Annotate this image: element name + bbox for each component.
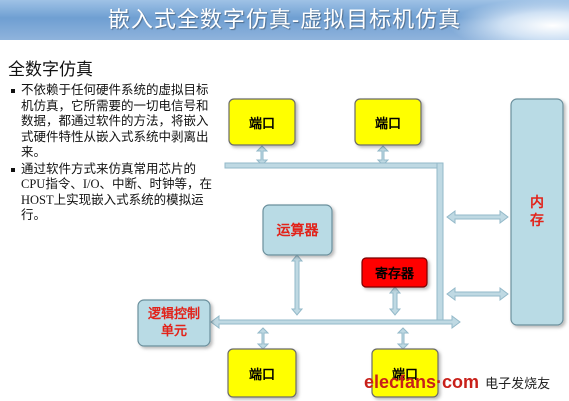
port-box bbox=[228, 98, 296, 146]
port-bus-arrow bbox=[396, 327, 410, 350]
bullet-item: 不依赖于任何硬件系统的虚拟目标机仿真，它所需要的一切电信号和数据，都通过软件的方… bbox=[8, 83, 213, 161]
watermark-logo: elecfans·com bbox=[364, 371, 480, 392]
port-box bbox=[371, 348, 439, 398]
port-box bbox=[354, 98, 422, 146]
port-box bbox=[227, 348, 297, 398]
watermark-site-name: 电子发烧友 bbox=[485, 376, 551, 392]
memory-label: 内存 bbox=[530, 195, 544, 229]
memory-box bbox=[510, 98, 564, 326]
watermark: elecfans·com 电子发烧友 bbox=[364, 370, 550, 394]
lower-bus bbox=[210, 315, 461, 329]
register-bus-arrow bbox=[388, 286, 402, 316]
register-box bbox=[361, 257, 428, 288]
memory-arrow-upper bbox=[446, 210, 509, 224]
header-wave-decoration bbox=[449, 0, 569, 40]
port-label-top-right: 端口 bbox=[374, 116, 401, 132]
port-bus-arrow bbox=[256, 327, 270, 350]
slide-title: 嵌入式全数字仿真-虚拟目标机仿真 bbox=[107, 7, 462, 32]
alu-bus-arrow bbox=[290, 254, 304, 316]
register-label: 寄存器 bbox=[374, 267, 414, 282]
vertical-bus bbox=[436, 162, 444, 322]
upper-bus bbox=[224, 162, 444, 169]
left-text-panel: 全数字仿真 不依赖于任何硬件系统的虚拟目标机仿真，它所需要的一切电信号和数据，都… bbox=[8, 60, 213, 225]
logic-control-label: 逻辑控制单元 bbox=[147, 307, 200, 339]
slide-header: 嵌入式全数字仿真-虚拟目标机仿真 bbox=[0, 0, 569, 40]
memory-arrow-lower bbox=[446, 287, 509, 301]
bus-arrow bbox=[376, 145, 390, 166]
bullet-item: 通过软件方式来仿真常用芯片的CPU指令、I/O、中断、时钟等，在HOST上实现嵌… bbox=[8, 162, 213, 224]
section-title: 全数字仿真 bbox=[8, 60, 93, 80]
alu-label: 运算器 bbox=[276, 223, 319, 239]
port-label-bottom-left: 端口 bbox=[248, 367, 275, 383]
port-label-bottom-right: 端口 bbox=[391, 367, 418, 383]
port-label-top-left: 端口 bbox=[248, 116, 275, 132]
alu-box bbox=[262, 204, 333, 256]
logic-control-box bbox=[137, 299, 211, 347]
bus-arrow bbox=[255, 145, 269, 166]
